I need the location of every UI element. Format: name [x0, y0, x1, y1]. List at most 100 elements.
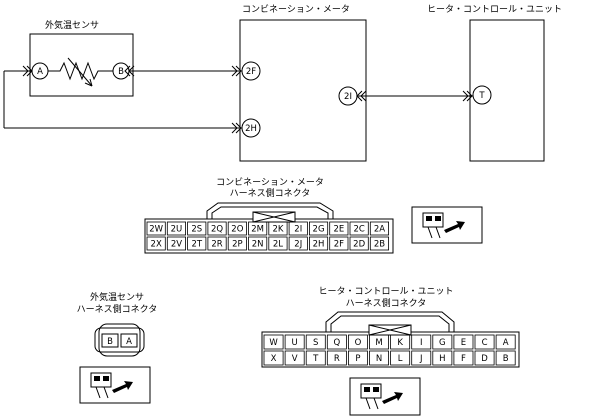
- heater-conn-cell: [263, 350, 284, 366]
- heater-conn-cell: [453, 350, 474, 366]
- meter-conn-cell: [227, 236, 247, 251]
- sensor-conn-title-2: ハーネス側コネクタ: [77, 303, 158, 315]
- meter-conn-cell: [329, 236, 349, 251]
- meter-conn-cell: [308, 236, 329, 251]
- heater-conn-pin-label: T: [312, 354, 319, 364]
- meter-conn-cell: [166, 236, 187, 251]
- meter-conn-pin-label: 2K: [272, 225, 283, 235]
- meter-conn-pin-label: 2E: [333, 225, 344, 235]
- connector-view-icon-heater: [349, 377, 421, 416]
- meter-conn-cell: [146, 236, 166, 251]
- meter-conn-pin-label: 2A: [374, 225, 385, 235]
- meter-conn-cell: [288, 236, 308, 251]
- meter-conn-pin-label: 2D: [353, 240, 365, 250]
- heater-control-unit: ヒータ・コントロール・ユニット T: [427, 4, 562, 162]
- heater-conn-cell: [411, 350, 432, 366]
- heater-conn-pin-label: C: [482, 338, 488, 348]
- heater-conn-pin-label: B: [503, 354, 509, 364]
- meter-title: コンビネーション・メータ: [242, 4, 350, 15]
- combination-meter: コンビネーション・メータ 2F 2H 2I: [239, 4, 367, 162]
- meter-conn-cell: [146, 221, 166, 236]
- heater-conn-pin-label: Q: [333, 338, 340, 348]
- heater-conn-title-2: ハーネス側コネクタ: [346, 297, 427, 309]
- meter-conn-cell: [248, 236, 268, 251]
- heater-conn-cell: [453, 334, 474, 350]
- connector-view-icon: [411, 206, 483, 244]
- heater-conn-cell: [390, 350, 411, 366]
- meter-conn-pin-label: 2F: [334, 240, 344, 250]
- meter-conn-pin-label: 2G: [313, 225, 325, 235]
- sensor-conn-pin-b: B: [107, 337, 113, 347]
- heater-conn-cell: [263, 334, 284, 350]
- heater-conn-pin-label: K: [397, 338, 403, 348]
- meter-conn-title-2: ハーネス側コネクタ: [230, 187, 311, 199]
- meter-conn-cell: [268, 236, 288, 251]
- meter-conn-pin-label: 2L: [273, 240, 283, 250]
- meter-conn-cell: [349, 221, 369, 236]
- heater-conn-cell: [305, 334, 326, 350]
- meter-conn-pin-label: 2N: [252, 240, 264, 250]
- heater-conn-cell: [474, 334, 495, 350]
- heater-conn-cell: [432, 334, 453, 350]
- heater-conn-pin-label: M: [375, 338, 382, 348]
- meter-conn-cell: [288, 221, 308, 236]
- meter-conn-pin-label: 2B: [374, 240, 385, 250]
- sensor-pin-a: A: [37, 67, 43, 77]
- sensor-conn-title-1: 外気温センサ: [90, 291, 144, 303]
- meter-conn-pin-label: 2O: [231, 225, 243, 235]
- meter-conn-pin-label: 2U: [171, 225, 183, 235]
- heater-conn-cell: [305, 350, 326, 366]
- meter-conn-cell: [349, 236, 369, 251]
- heater-conn-cell: [284, 334, 305, 350]
- heater-conn-pin-label: A: [503, 338, 509, 348]
- meter-conn-pin-label: 2T: [191, 240, 202, 250]
- heater-conn-cell: [326, 350, 347, 366]
- heater-conn-cell: [369, 350, 390, 366]
- meter-conn-title-1: コンビネーション・メータ: [216, 177, 324, 188]
- meter-conn-pin-label: 2X: [151, 240, 162, 250]
- heater-pin-t: T: [478, 91, 485, 101]
- heater-conn-pin-label: V: [292, 354, 298, 364]
- heater-conn-pin-label: I: [420, 338, 423, 348]
- meter-conn-pin-label: 2Q: [211, 225, 223, 235]
- heater-conn-cell: [474, 350, 495, 366]
- sensor-harness-connector: 外気温センサ ハーネス側コネクタ B A: [77, 291, 158, 357]
- heater-conn-pin-label: W: [269, 338, 278, 348]
- heater-conn-pin-label: D: [481, 354, 488, 364]
- heater-conn-pin-label: P: [355, 354, 360, 364]
- thermistor-symbol: [48, 61, 113, 81]
- heater-conn-pin-label: G: [439, 338, 446, 348]
- meter-conn-pin-label: 2V: [171, 240, 182, 250]
- heater-conn-title-1: ヒータ・コントロール・ユニット: [318, 286, 453, 297]
- meter-conn-cell: [227, 221, 247, 236]
- heater-conn-cell: [495, 350, 516, 366]
- meter-conn-cell: [187, 236, 207, 251]
- heater-conn-cell: [347, 350, 368, 366]
- meter-pin-2h: 2H: [245, 124, 257, 134]
- meter-conn-cell: [207, 236, 227, 251]
- meter-conn-cell: [369, 236, 389, 251]
- heater-conn-cell: [347, 334, 368, 350]
- meter-conn-pin-label: 2H: [313, 240, 325, 250]
- sensor-title: 外気温センサ: [45, 19, 99, 31]
- heater-conn-pin-label: R: [334, 354, 340, 364]
- heater-conn-pin-label: J: [419, 354, 423, 364]
- heater-conn-cell: [284, 350, 305, 366]
- sensor-pin-b: B: [118, 67, 124, 77]
- heater-conn-pin-label: X: [271, 354, 277, 364]
- meter-conn-cell: [187, 221, 207, 236]
- heater-conn-pin-label: E: [461, 338, 466, 348]
- meter-conn-pin-label: 2W: [149, 225, 163, 235]
- thermistor-arrow: [67, 57, 93, 87]
- heater-conn-cell: [432, 350, 453, 366]
- heater-conn-pin-label: L: [398, 354, 403, 364]
- heater-title: ヒータ・コントロール・ユニット: [427, 4, 562, 15]
- outside-temp-sensor: 外気温センサ A B: [29, 19, 134, 97]
- wires: [3, 65, 473, 134]
- meter-conn-pin-label: 2R: [211, 240, 222, 250]
- heater-conn-cell: [326, 334, 347, 350]
- heater-conn-cell: [411, 334, 432, 350]
